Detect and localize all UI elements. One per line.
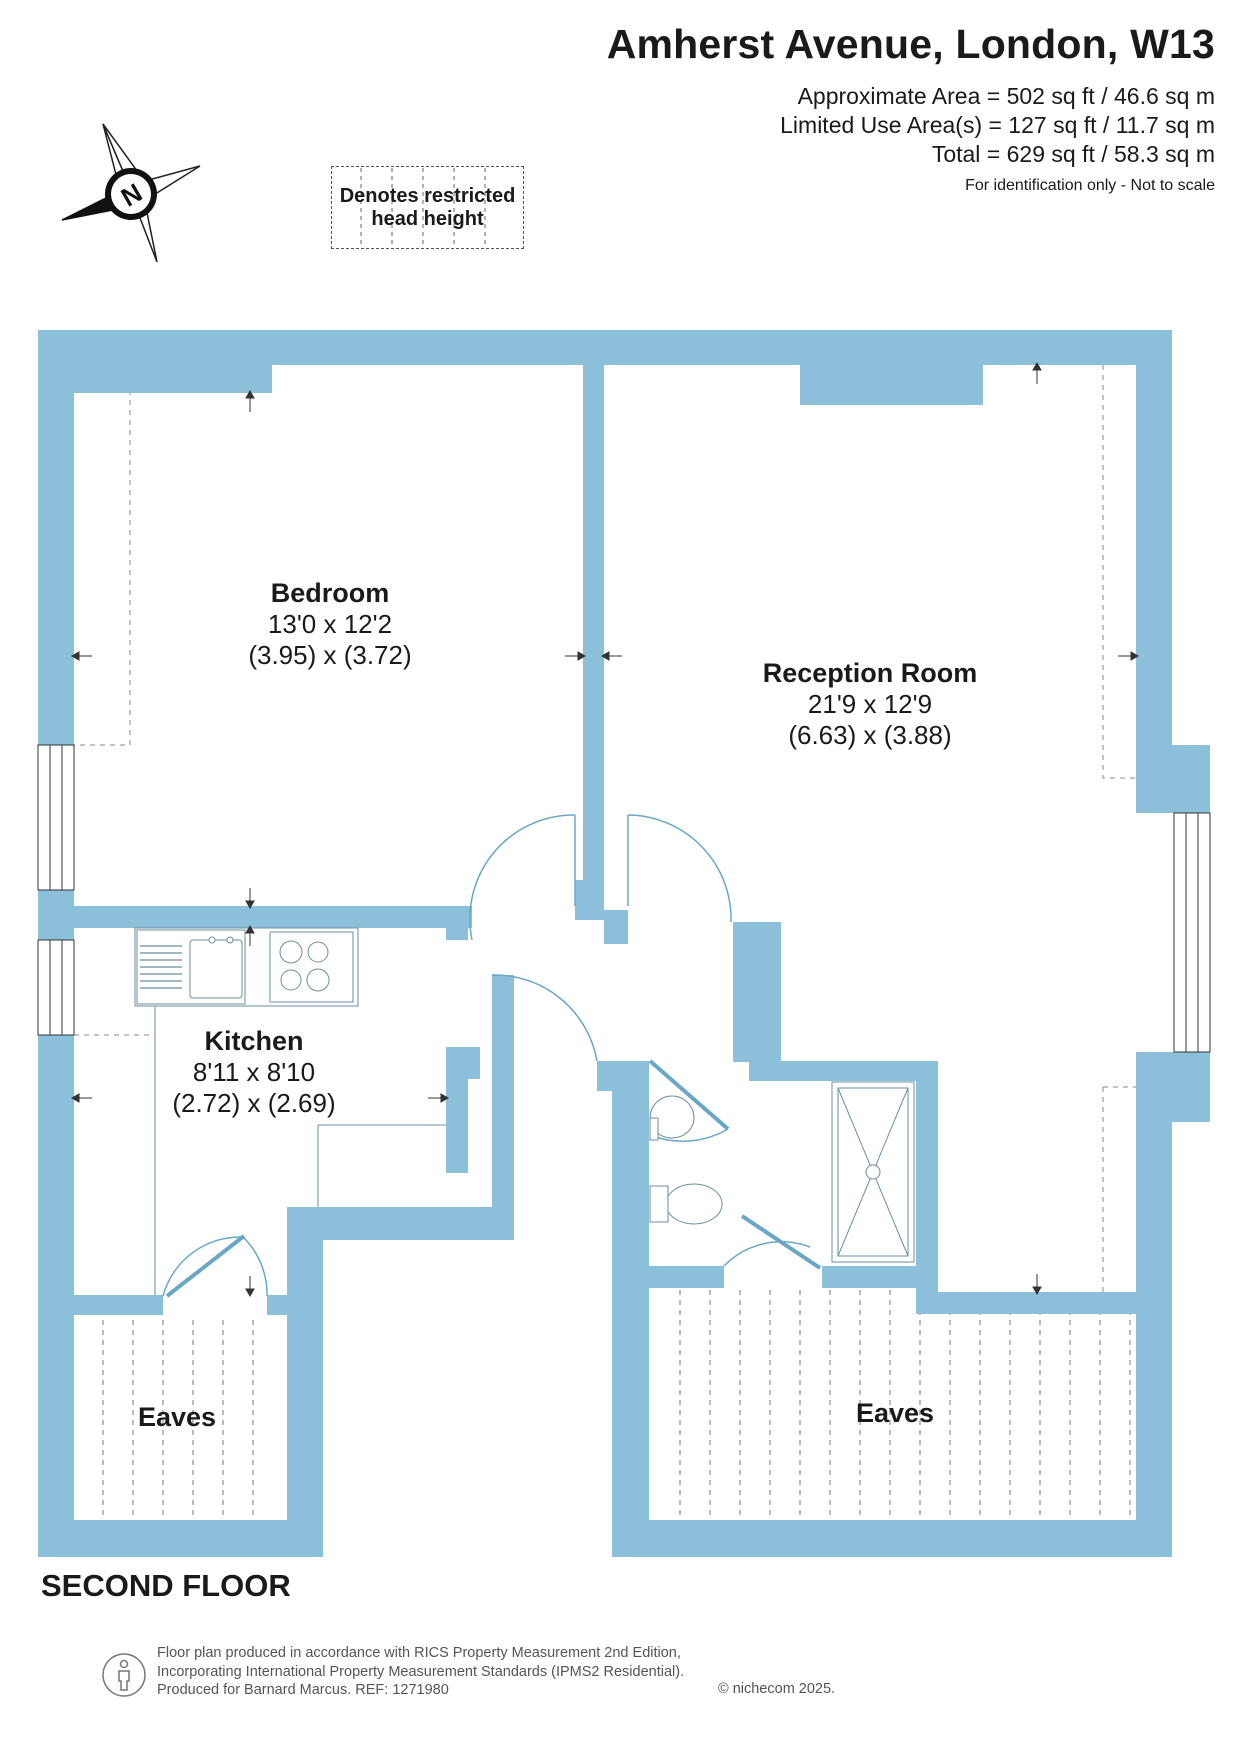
legend-line-2: head height [371, 208, 484, 230]
doors [162, 814, 822, 1298]
kitchen-fittings [134, 927, 446, 1295]
header: Amherst Avenue, London, W13 Approximate … [607, 22, 1215, 195]
footer: Floor plan produced in accordance with R… [157, 1644, 684, 1700]
bathroom-fittings [649, 1081, 915, 1263]
legend-text: Denotes restricted head height [332, 185, 523, 231]
footer-copyright: © nichecom 2025. [718, 1681, 836, 1697]
footer-line-2: Incorporating International Property Mea… [157, 1663, 685, 1680]
page-title: Amherst Avenue, London, W13 [606, 21, 1215, 67]
scale-note: For identification only - Not to scale [965, 177, 1215, 194]
reception-metric: (6.63) x (3.88) [788, 720, 951, 750]
legend-line-1: Denotes restricted [339, 185, 516, 207]
walls [38, 330, 1210, 1557]
bedroom-name: Bedroom [271, 578, 390, 608]
restricted-height-legend: Denotes restricted head height [331, 166, 524, 249]
bedroom-imperial: 13'0 x 12'2 [268, 609, 392, 639]
windows [37, 744, 1211, 1053]
kitchen-name: Kitchen [204, 1026, 303, 1056]
footer-line-3: Produced for Barnard Marcus. REF: 127198… [157, 1682, 449, 1698]
restricted-height-lines [74, 365, 1137, 1300]
kitchen-imperial: 8'11 x 8'10 [193, 1057, 315, 1087]
reception-name: Reception Room [763, 658, 978, 688]
footer-line-1: Floor plan produced in accordance with R… [157, 1645, 681, 1661]
bedroom-metric: (3.95) x (3.72) [248, 640, 411, 670]
eaves-right-hatch [679, 1290, 1131, 1520]
eaves-right-name: Eaves [856, 1398, 934, 1428]
legend-hatch [360, 168, 486, 247]
reception-imperial: 21'9 x 12'9 [808, 689, 932, 719]
floor-label: SECOND FLOOR [41, 1568, 291, 1603]
head-height-arrows [70, 361, 1140, 1298]
eaves-left-hatch [102, 1320, 254, 1520]
kitchen-metric: (2.72) x (2.69) [172, 1088, 335, 1118]
limited-use-area: Limited Use Area(s) = 127 sq ft / 11.7 s… [780, 112, 1215, 138]
person-info-icon [102, 1653, 146, 1697]
compass-icon: N [61, 123, 201, 263]
total-area: Total = 629 sq ft / 58.3 sq m [931, 141, 1215, 167]
approx-area: Approximate Area = 502 sq ft / 46.6 sq m [797, 83, 1215, 109]
eaves-left-name: Eaves [138, 1402, 216, 1432]
